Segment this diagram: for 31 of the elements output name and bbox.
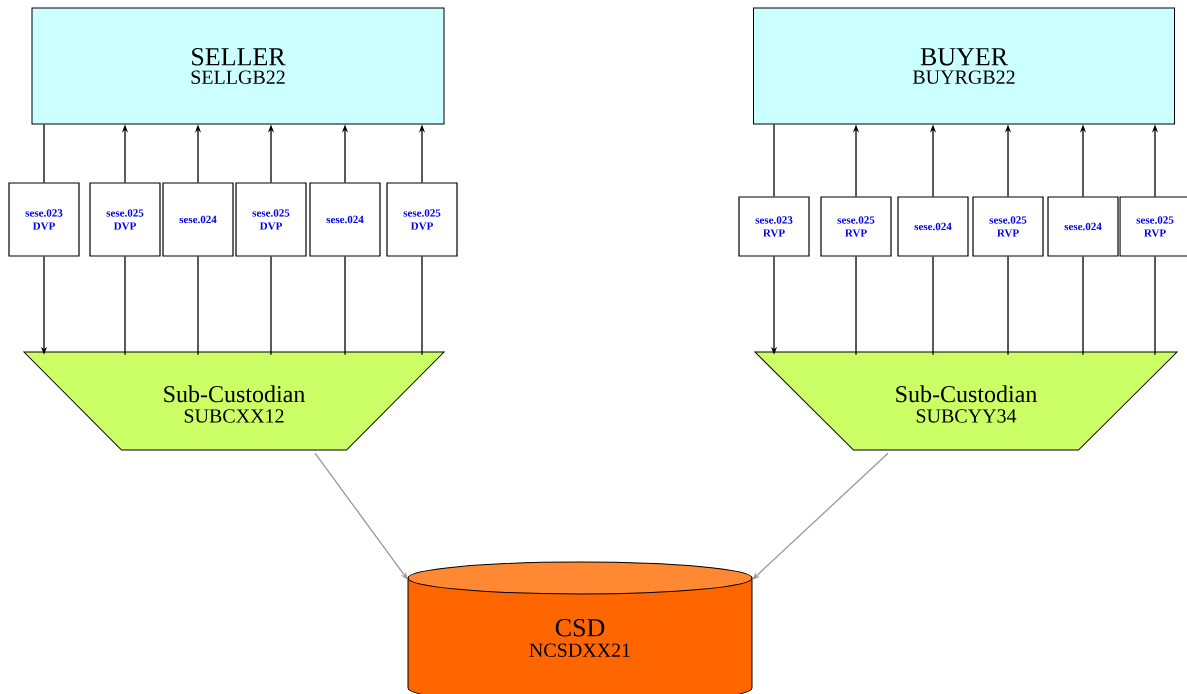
- party-box: BUYER BUYRGB22: [753, 7, 1175, 125]
- message-box: sese.025 RVP: [820, 196, 892, 257]
- connector-line: [43, 123, 45, 184]
- connector-line: [773, 123, 775, 198]
- trapezoid-node: Sub-Custodian SUBCXX12: [23, 351, 445, 451]
- connector-line: [270, 255, 272, 356]
- message-box: sese.024: [162, 182, 234, 257]
- message-box: sese.023 RVP: [738, 196, 810, 257]
- connector-line: [344, 255, 346, 356]
- connector-line: [1082, 255, 1084, 356]
- message-box: sese.024: [1047, 196, 1119, 257]
- connector-line: [1007, 255, 1009, 356]
- message-box: sese.025 RVP: [1119, 196, 1187, 257]
- message-box: sese.025 DVP: [386, 182, 458, 257]
- message-box: sese.025 DVP: [235, 182, 307, 257]
- arrow: [314, 452, 408, 580]
- trapezoid-node: Sub-Custodian SUBCYY34: [754, 351, 1178, 451]
- connector-line: [197, 255, 199, 356]
- party-box: SELLER SELLGB22: [31, 7, 445, 125]
- message-box: sese.024: [309, 182, 381, 257]
- connector-line: [855, 255, 857, 356]
- message-box: sese.025 RVP: [972, 196, 1044, 257]
- message-box: sese.024: [897, 196, 969, 257]
- connector-line: [1154, 255, 1156, 356]
- connector-line: [421, 255, 423, 356]
- message-box: sese.025 DVP: [89, 182, 161, 257]
- connector-line: [124, 255, 126, 356]
- connector-line: [932, 255, 934, 356]
- arrow: [752, 452, 889, 580]
- database-cylinder: CSD NCSDXX21: [407, 561, 753, 694]
- message-box: sese.023 DVP: [8, 182, 80, 257]
